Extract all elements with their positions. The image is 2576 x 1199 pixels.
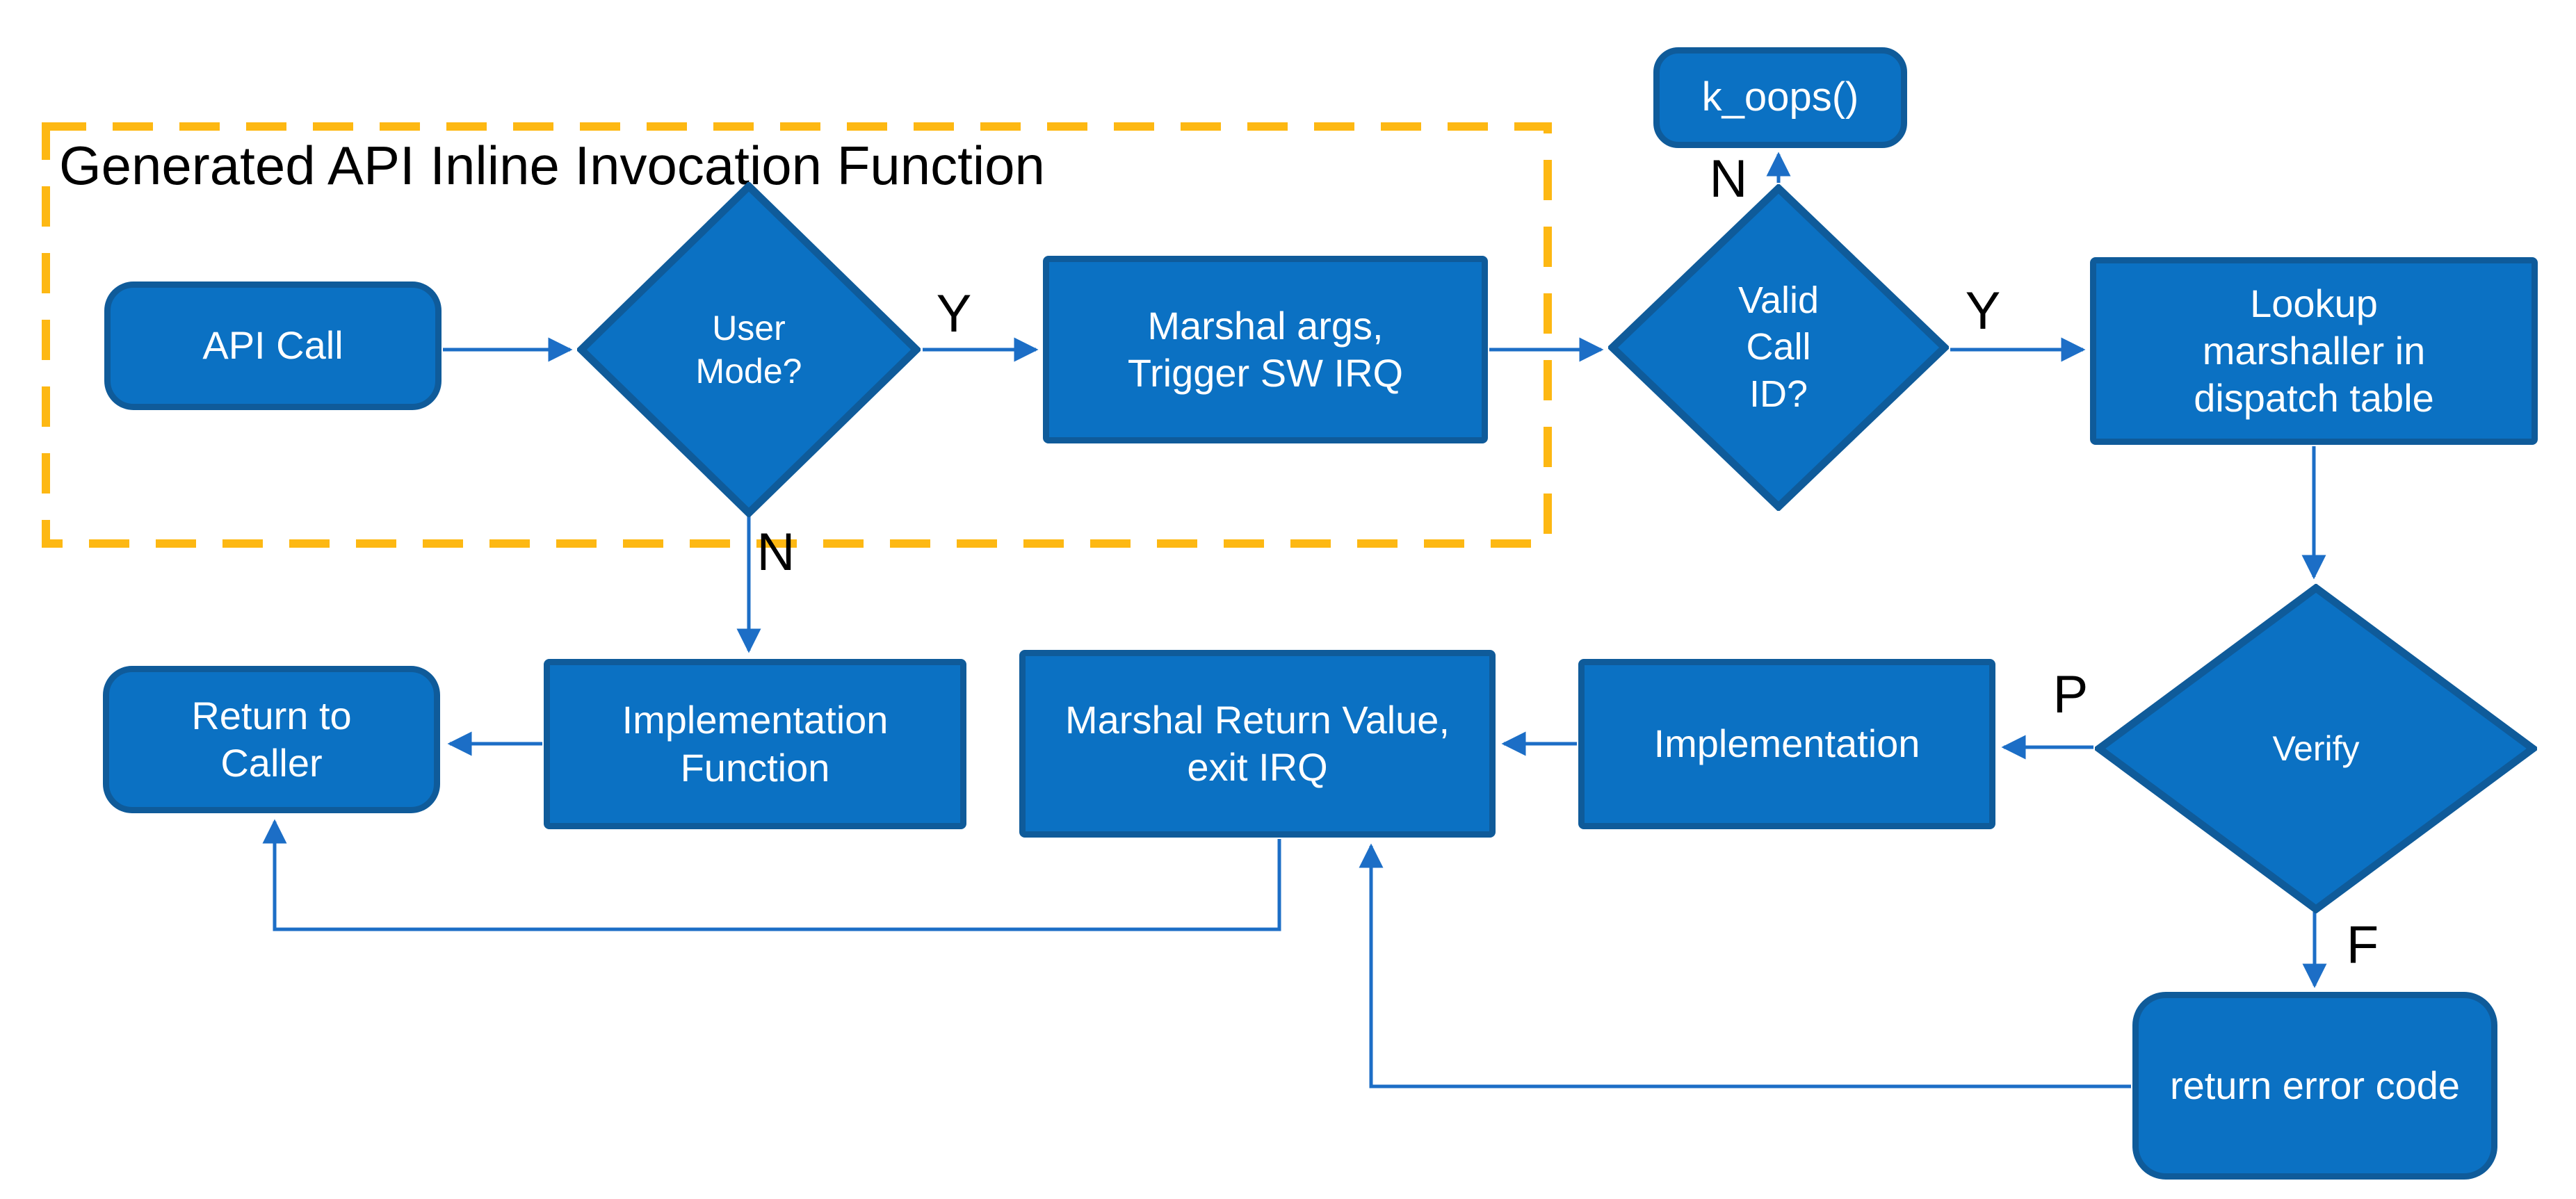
node-marshal-args-label: Marshal args, Trigger SW IRQ bbox=[1127, 303, 1404, 395]
edge-label-verify-pass: P bbox=[2052, 665, 2089, 724]
node-valid-call-id-label: Valid Call ID? bbox=[1737, 279, 1820, 415]
edge-label-usermode-no: N bbox=[756, 523, 795, 582]
node-verify-label: Verify bbox=[2272, 728, 2360, 768]
node-lookup-marshaller: Lookup marshaller in dispatch table bbox=[2090, 257, 2538, 445]
node-marshal-return: Marshal Return Value, exit IRQ bbox=[1019, 650, 1496, 838]
edge-label-verify-fail: F bbox=[2346, 915, 2379, 974]
edge-label-validcall-yes: Y bbox=[1965, 282, 2001, 341]
edge-label-validcall-no: N bbox=[1709, 149, 1748, 209]
node-verify-diamond bbox=[2095, 584, 2537, 913]
node-implementation-function: Implementation Function bbox=[544, 659, 966, 829]
node-user-mode-label: User Mode? bbox=[695, 308, 802, 391]
node-return-error-label: return error code bbox=[2169, 1063, 2461, 1107]
edge-label-usermode-yes: Y bbox=[936, 284, 972, 343]
node-k-oops: k_oops() bbox=[1653, 47, 1907, 148]
edge-marshalreturn-to-returntocaller bbox=[262, 819, 1281, 931]
node-api-call-label: API Call bbox=[202, 323, 343, 368]
node-implementation-function-label: Implementation Function bbox=[622, 698, 889, 790]
node-k-oops-label: k_oops() bbox=[1701, 74, 1859, 120]
node-return-to-caller-label: Return to Caller bbox=[191, 693, 352, 785]
generated-region-title: Generated API Inline Invocation Function bbox=[59, 135, 1045, 196]
node-lookup-marshaller-label: Lookup marshaller in dispatch table bbox=[2194, 281, 2434, 421]
node-verify: Verify bbox=[2095, 584, 2537, 913]
node-implementation-label: Implementation bbox=[1653, 721, 1920, 766]
node-valid-call-diamond bbox=[1608, 184, 1949, 511]
node-user-mode-diamond bbox=[577, 182, 921, 517]
node-implementation: Implementation bbox=[1578, 659, 1995, 829]
node-user-mode: User Mode? bbox=[577, 182, 921, 517]
edge-returnerror-to-marshalreturn bbox=[1359, 843, 2131, 1088]
node-marshal-args: Marshal args, Trigger SW IRQ bbox=[1043, 256, 1488, 443]
generated-region-dashed-border bbox=[42, 122, 1552, 548]
node-marshal-return-label: Marshal Return Value, exit IRQ bbox=[1065, 697, 1450, 789]
node-valid-call-id: Valid Call ID? bbox=[1608, 184, 1949, 511]
node-api-call: API Call bbox=[104, 282, 442, 410]
node-return-error: return error code bbox=[2132, 992, 2497, 1180]
node-return-to-caller: Return to Caller bbox=[103, 666, 440, 813]
